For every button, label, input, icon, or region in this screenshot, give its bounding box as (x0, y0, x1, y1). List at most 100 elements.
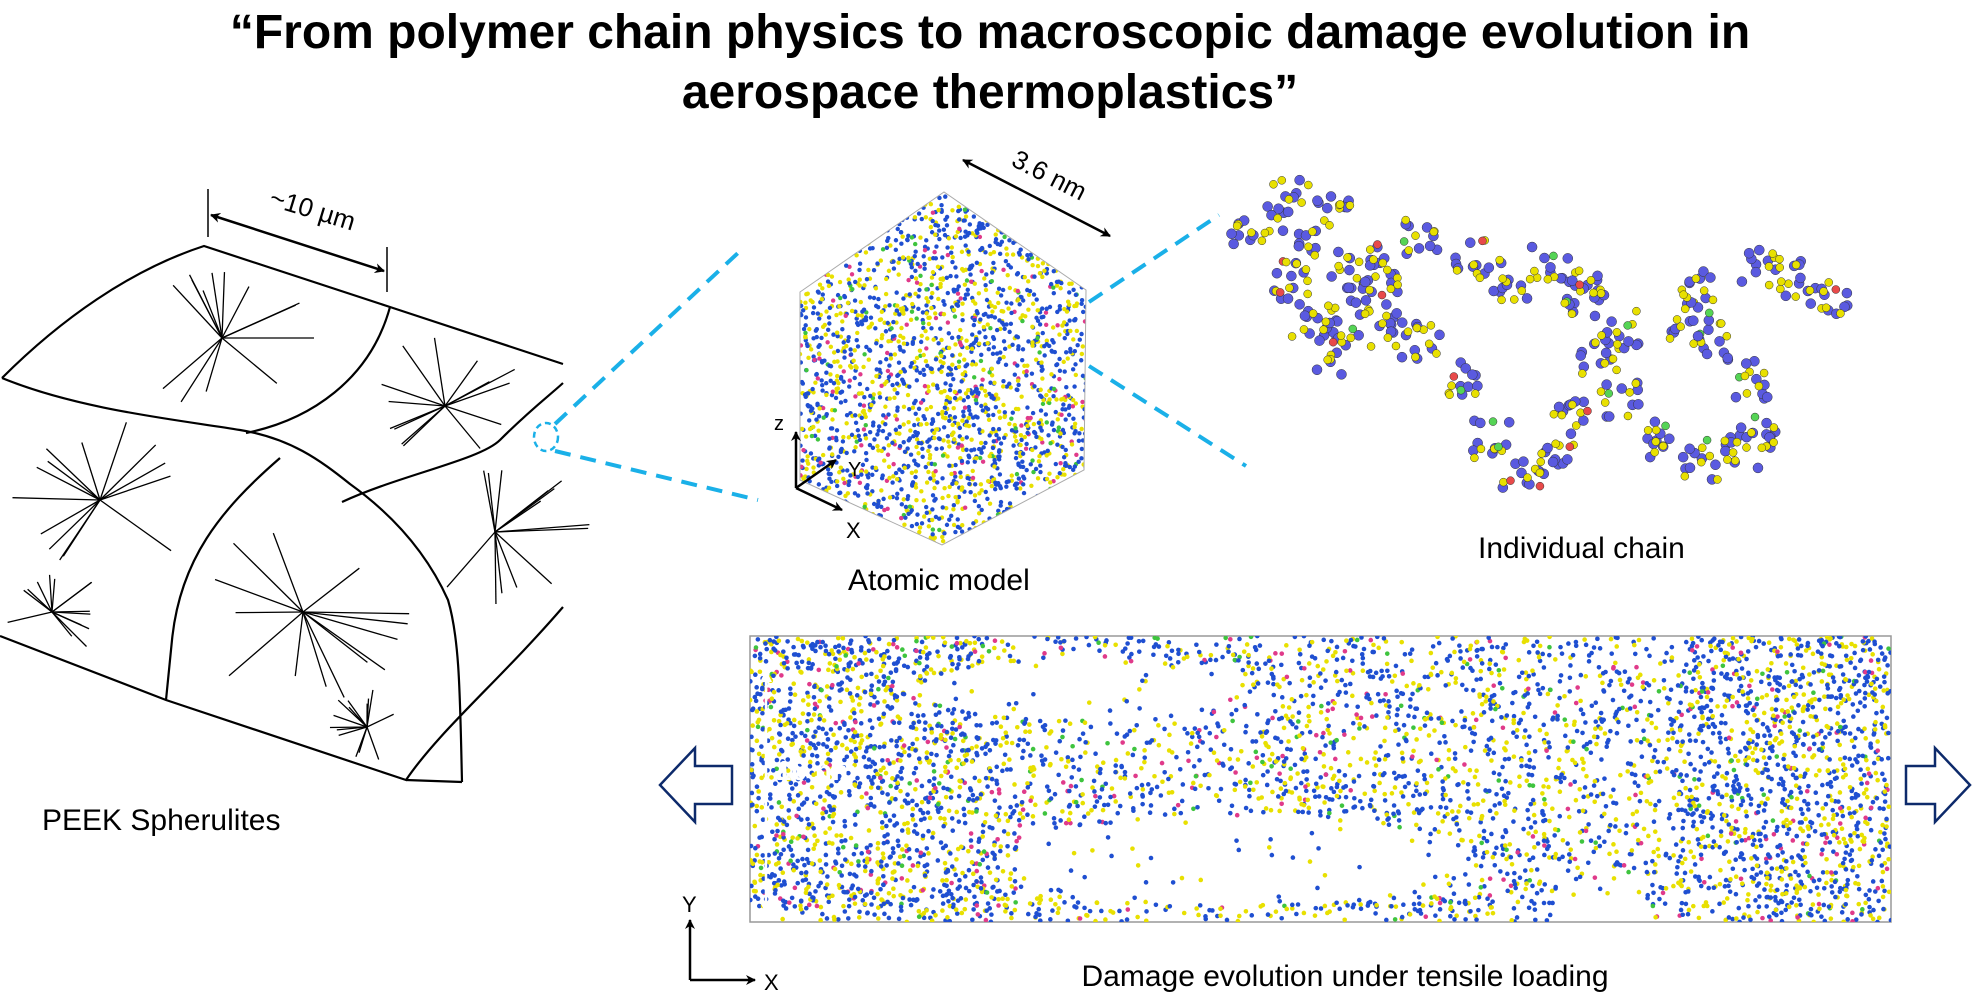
atom (1572, 779, 1578, 785)
chain-atom (1680, 471, 1690, 481)
atom (889, 683, 895, 689)
atom (1888, 917, 1891, 922)
atom (923, 504, 929, 510)
atom (837, 514, 842, 519)
atom (1849, 763, 1855, 768)
atom (1030, 340, 1035, 345)
atom (1132, 746, 1137, 752)
atom (842, 239, 847, 245)
atom (947, 918, 953, 922)
chain-atom (1475, 417, 1486, 429)
atom (1456, 900, 1462, 906)
atom (801, 212, 807, 217)
atom (966, 453, 971, 458)
atom (968, 264, 973, 269)
atom (1632, 704, 1638, 710)
atom (955, 498, 960, 504)
atom (1011, 443, 1016, 448)
atom (856, 433, 861, 438)
atom (1028, 505, 1033, 510)
atom (930, 218, 935, 224)
atom (800, 261, 805, 266)
atom (1055, 227, 1061, 233)
spherulite-ray (162, 337, 223, 390)
atom (1071, 764, 1076, 770)
atom (1019, 394, 1024, 399)
atomic-model-label: Atomic model (848, 564, 1030, 597)
atom (804, 738, 810, 743)
atom (1024, 369, 1029, 374)
atom (802, 530, 807, 535)
atom (878, 524, 883, 529)
atom (837, 279, 843, 285)
atom (1669, 655, 1675, 660)
atom (799, 638, 805, 644)
atom (1237, 636, 1242, 642)
atom (934, 244, 939, 249)
atom (816, 883, 821, 889)
atom (939, 353, 944, 359)
atom (1718, 740, 1723, 745)
atom (1729, 728, 1735, 733)
atom (965, 287, 970, 293)
atom (1702, 844, 1708, 850)
atom (909, 265, 914, 270)
atom (811, 465, 816, 470)
atom (842, 234, 847, 239)
atom (1435, 811, 1441, 816)
atom (979, 268, 984, 274)
atom (1389, 679, 1395, 684)
atom (892, 387, 897, 392)
atom (981, 312, 987, 318)
atom (916, 306, 921, 312)
atom (1814, 800, 1820, 806)
atom (922, 416, 928, 422)
chain-atom (1676, 322, 1685, 331)
atom (976, 658, 982, 664)
atom (754, 784, 760, 789)
atom (1080, 731, 1086, 736)
atom (1113, 763, 1119, 768)
atom (1035, 263, 1041, 269)
atom (1064, 309, 1070, 314)
atom (985, 496, 990, 502)
atom (1162, 661, 1168, 666)
atom (823, 256, 828, 261)
atom (996, 300, 1001, 306)
atom (937, 527, 942, 533)
atom (1479, 646, 1484, 652)
atom (853, 420, 859, 425)
atom (906, 800, 911, 806)
atom (1014, 486, 1019, 491)
atom (1052, 258, 1057, 263)
atom (930, 527, 936, 532)
atom (1656, 689, 1662, 694)
atom (899, 515, 904, 521)
atom (1038, 408, 1044, 413)
atom (894, 290, 899, 295)
atom (1078, 488, 1083, 493)
chain-atom (1651, 425, 1661, 435)
atom (750, 883, 754, 889)
atom (991, 524, 997, 529)
atom (1226, 644, 1232, 649)
atom (921, 320, 926, 326)
chain-atom (1747, 428, 1756, 437)
spherulite-ray (494, 531, 503, 594)
atom (1002, 326, 1007, 331)
atom (1886, 730, 1891, 736)
atom (878, 258, 884, 263)
atom (928, 540, 933, 545)
atom (1406, 801, 1411, 807)
atom (1651, 890, 1656, 896)
atom (996, 457, 1002, 462)
atom (1021, 482, 1026, 487)
atom (1011, 240, 1016, 246)
atom (838, 295, 843, 301)
atom (907, 384, 912, 389)
atom (1031, 292, 1037, 297)
atom (924, 510, 930, 515)
atom (1029, 226, 1035, 231)
atom (890, 334, 896, 339)
atom (1462, 762, 1467, 767)
